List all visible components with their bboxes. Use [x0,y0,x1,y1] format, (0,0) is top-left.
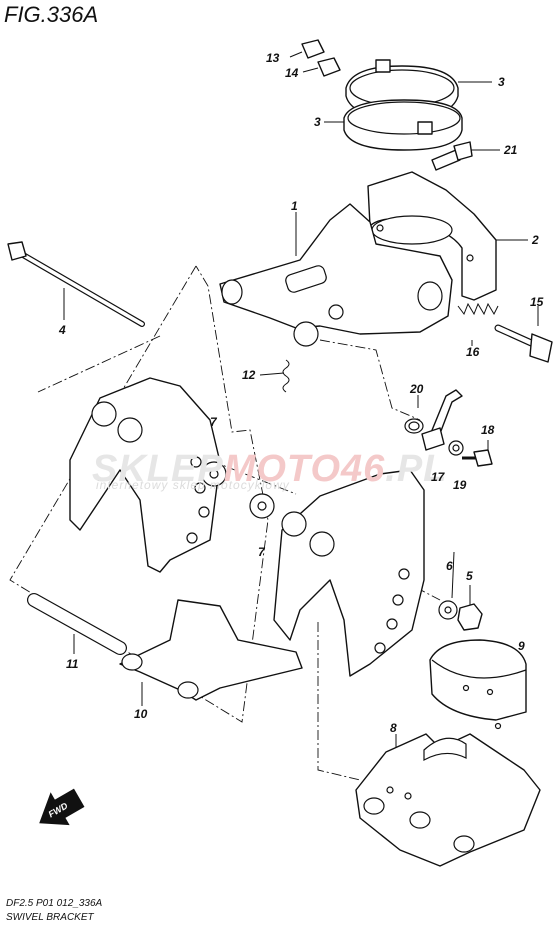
part-7-washer-lower [249,493,275,519]
callout-19: 19 [453,478,467,492]
part-13-pad [301,39,325,59]
part-10-tilt-plate [119,599,303,701]
callout-2: 2 [532,233,539,247]
callout-10: 10 [134,707,148,721]
callout-5: 5 [466,569,473,583]
callout-12: 12 [242,368,256,382]
callout-14: 14 [285,66,299,80]
callout-18: 18 [481,423,495,437]
footer-code: DF2.5 P01 012_336A [6,898,103,909]
part-18-19-bolt [462,449,493,467]
part-4-long-bolt [7,241,145,327]
part-5-nut [457,603,483,631]
callout-17: 17 [431,470,445,484]
figure-title: FIG.336A [4,2,99,27]
watermark-tagline: internetowy sklep motocyklowy [96,478,290,492]
callout-1: 1 [291,199,298,213]
part-7-washer-upper [201,461,227,487]
right-clamp-bracket [273,469,425,677]
callout-9: 9 [518,639,525,653]
callout-4: 4 [59,323,66,337]
callout-20: 20 [410,382,424,396]
callout-8: 8 [390,721,397,735]
left-clamp-bracket [69,377,221,573]
callout-15: 15 [530,295,544,309]
part-1-swivel-arm [219,203,453,347]
callout-13: 13 [266,51,280,65]
callout-7-lower: 7 [258,545,265,559]
part-2-clamp-half [367,171,497,301]
watermark: SKLEPMOTO46.PL [92,448,448,490]
part-17-washer [448,440,464,456]
part-16-spring [457,302,499,316]
part-21-bolt [431,141,473,171]
part-12-spring [282,359,290,393]
part-6-washer [438,600,458,620]
footer-caption: SWIVEL BRACKET [6,912,94,923]
part-14-pad [317,57,341,77]
callout-7-upper: 7 [210,415,217,429]
callout-3-lower: 3 [314,115,321,129]
part-15-thumb-screw [494,324,553,363]
part-9-clamp-ring [429,639,527,730]
callout-3-upper: 3 [498,75,505,89]
part-3-lower-bushing [343,99,463,151]
callout-21: 21 [504,143,518,157]
callout-16: 16 [466,345,480,359]
callout-11: 11 [66,657,79,671]
part-11-rod [27,593,127,655]
part-lever [421,389,463,451]
part-20-ring [404,418,424,434]
part-8-stern-bracket [355,733,541,867]
callout-6: 6 [446,559,453,573]
fwd-arrow-icon: FWD [39,788,85,826]
